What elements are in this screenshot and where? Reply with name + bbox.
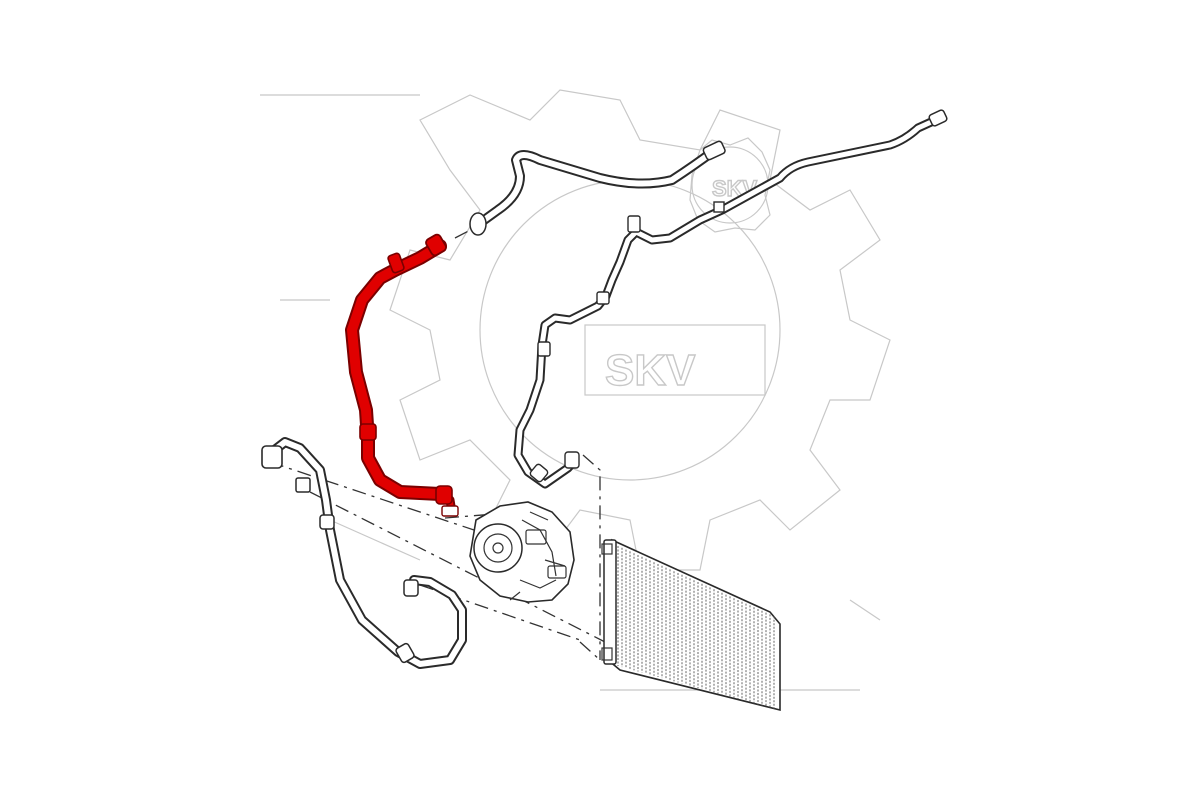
upper-pipe-start-fitting: [469, 212, 487, 236]
right-pipe-valve: [627, 215, 641, 233]
red-hose-top-fitting: [425, 233, 447, 257]
watermark-center-box: [584, 324, 766, 396]
red-hose-flange: [441, 505, 459, 517]
compressor-pulley: [473, 523, 523, 573]
compressor-port: [525, 529, 547, 545]
right-pipe-clip: [713, 201, 725, 213]
watermark: SKV SKV: [260, 89, 891, 691]
red-hose-bracket: [387, 252, 405, 274]
left-pipe-top-fitting: [261, 445, 283, 469]
right-pipe-end-fitting: [928, 109, 948, 127]
upper-suction-pipe: [469, 140, 726, 236]
watermark-gear-outline: [389, 89, 891, 571]
red-highlighted-hose: [345, 233, 459, 517]
right-liquid-pipe: [513, 109, 948, 489]
watermark-guides: [260, 94, 881, 691]
compressor-clutch-connector: [547, 565, 567, 579]
left-pipe-end-fitting: [403, 579, 419, 597]
left-pipe-bottom-sleeve: [395, 642, 415, 664]
compressor-pulley-hub: [483, 533, 513, 563]
right-pipe-condenser-fitting: [564, 451, 580, 469]
left-lower-pipe: [261, 437, 467, 669]
right-pipe-sleeve: [537, 341, 551, 357]
ac-condenser: [601, 538, 781, 712]
right-pipe-joint: [596, 291, 610, 305]
red-hose-sleeve: [359, 423, 377, 441]
ac-compressor: [469, 501, 575, 603]
condenser-bottom-bracket: [601, 647, 613, 661]
condenser-top-bracket: [601, 543, 613, 555]
right-pipe-bottom-fitting: [529, 463, 549, 483]
red-hose-bottom-fitting: [435, 485, 453, 505]
left-pipe-sensor: [295, 477, 311, 493]
condenser-fins: [617, 546, 775, 709]
upper-pipe-end-fitting: [702, 140, 726, 161]
condenser-side-tank: [603, 539, 617, 665]
watermark-text-center: SKV: [605, 346, 696, 395]
left-pipe-sleeve: [319, 514, 335, 530]
